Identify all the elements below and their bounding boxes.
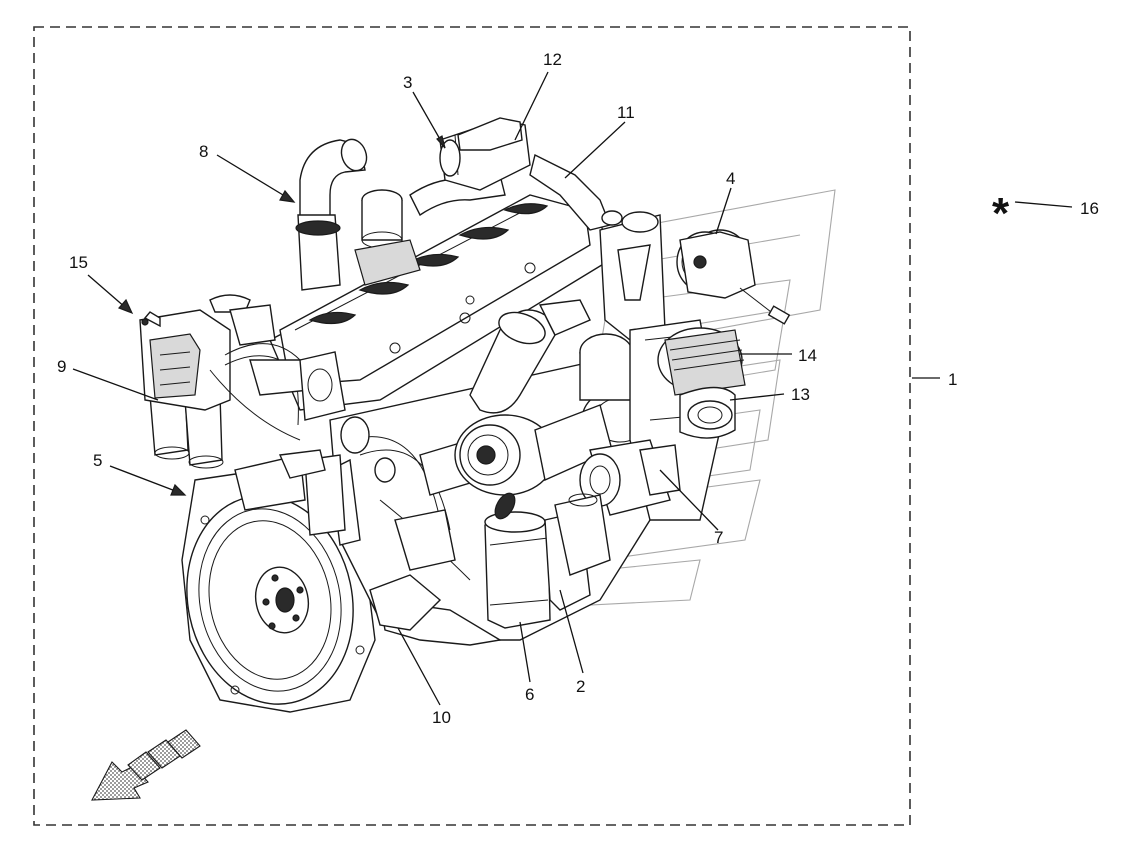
callout-7: 7 (714, 528, 723, 547)
callout-16: 16 (1080, 199, 1099, 218)
callout-14: 14 (798, 346, 817, 365)
callout-3: 3 (403, 73, 412, 92)
asterisk-icon: * (992, 189, 1010, 238)
callout-12: 12 (543, 50, 562, 69)
callout-labels: 1 2 3 4 5 6 7 8 9 10 11 12 13 14 15 16 * (57, 50, 1099, 727)
callout-11: 11 (617, 103, 635, 122)
assembly-frame (33, 26, 911, 826)
callout-8: 8 (199, 142, 208, 161)
callout-6: 6 (525, 685, 534, 704)
callout-15: 15 (69, 253, 88, 272)
callout-1: 1 (948, 370, 957, 389)
callout-10: 10 (432, 708, 451, 727)
front-direction-arrow-icon (91, 729, 201, 801)
callout-4: 4 (726, 169, 735, 188)
engine-body (139, 117, 791, 713)
callout-5: 5 (93, 451, 102, 470)
callout-2: 2 (576, 677, 585, 696)
callout-9: 9 (57, 357, 66, 376)
leader-lines (72, 71, 1073, 706)
callout-13: 13 (791, 385, 810, 404)
